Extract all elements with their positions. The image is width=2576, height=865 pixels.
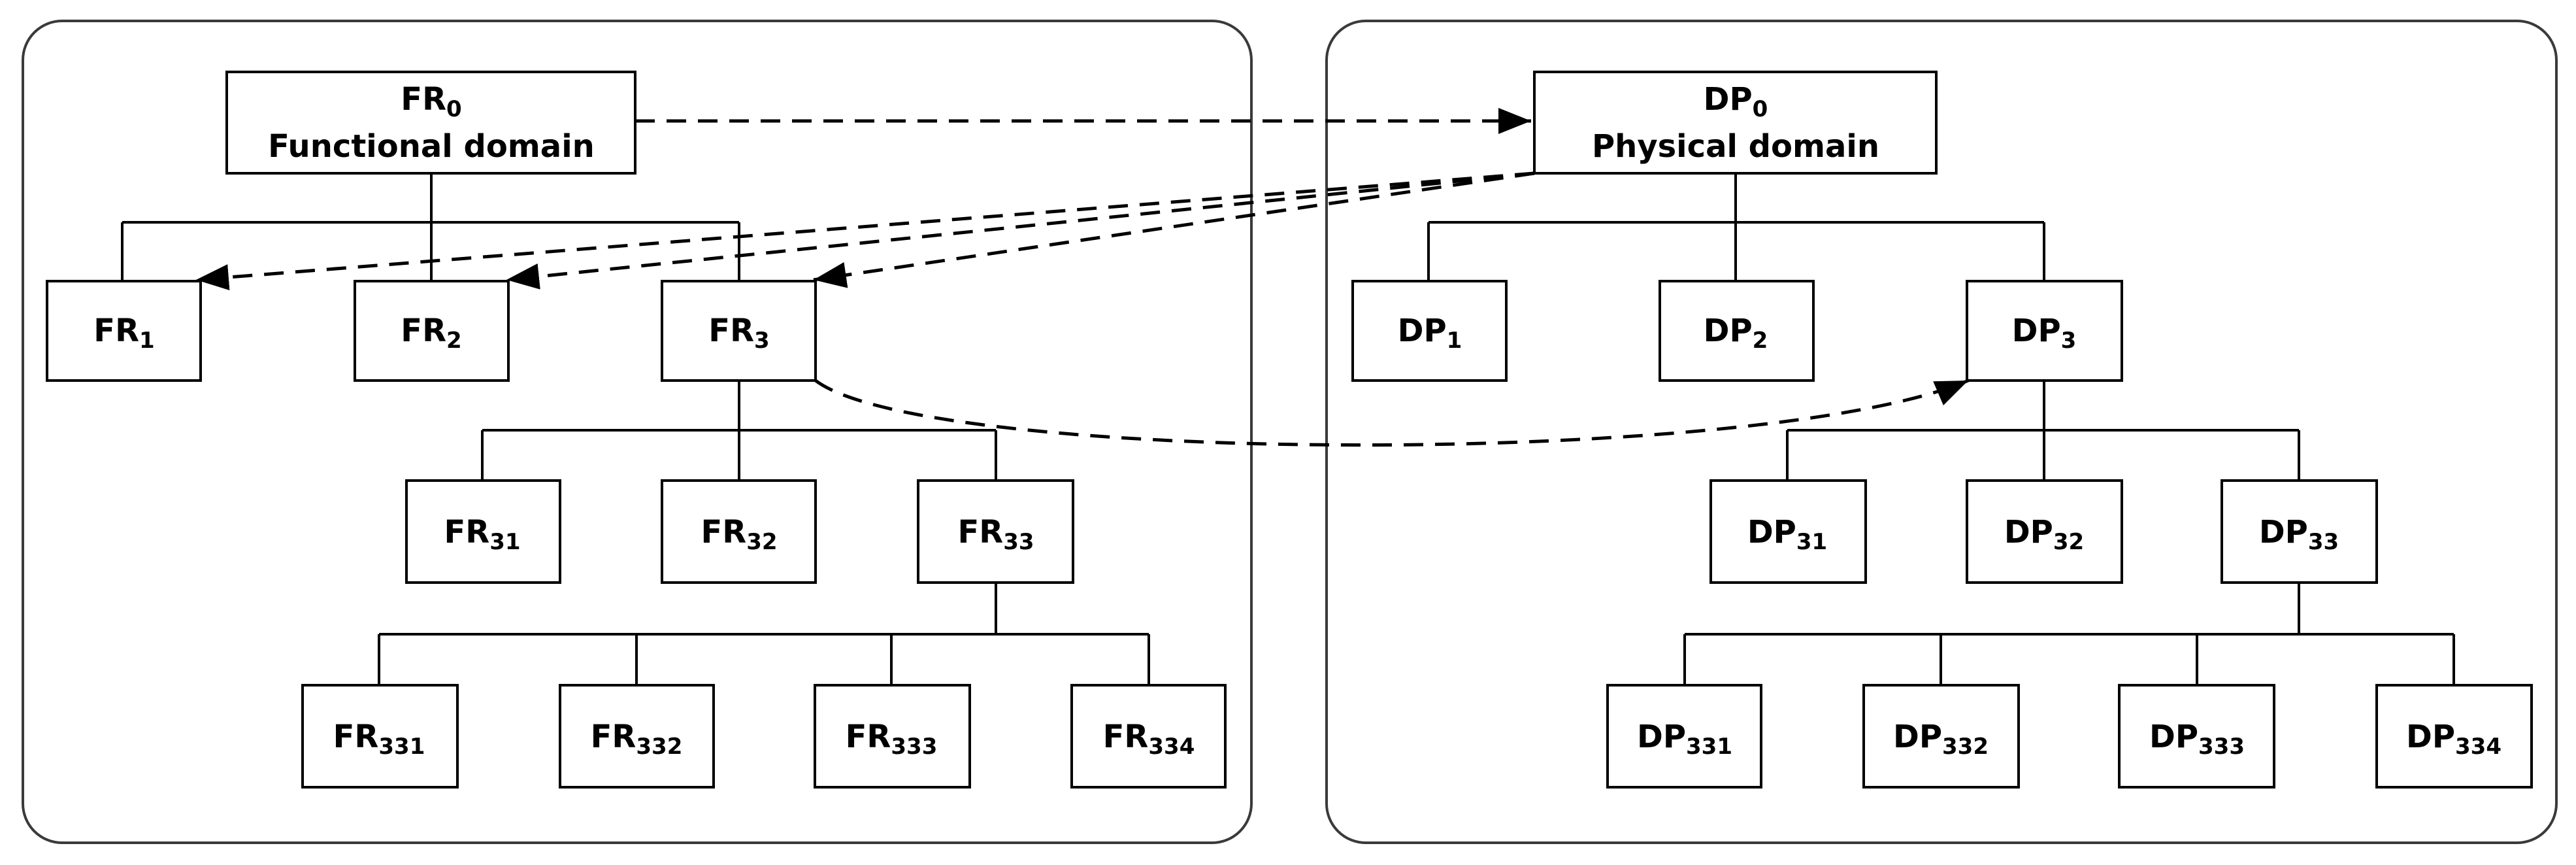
dp32-node: DP32 — [1966, 479, 2123, 584]
svg-text:DP32: DP32 — [2004, 514, 2084, 555]
fr333-node: FR333 — [814, 684, 971, 789]
mapping-arrow-dp0-fr2 — [506, 171, 1535, 290]
svg-text:DP0: DP0 — [1704, 81, 1768, 122]
functional-domain-panel — [22, 20, 1253, 844]
dp0-subscript: 0 — [1753, 96, 1768, 122]
svg-text:DP2: DP2 — [1704, 313, 1768, 354]
svg-text:DP334: DP334 — [2406, 719, 2502, 760]
svg-text:FR333: FR333 — [846, 719, 938, 760]
svg-text:DP1: DP1 — [1398, 313, 1462, 354]
dp334-node: DP334 — [2375, 684, 2533, 789]
fr1-node: FR1 — [46, 280, 202, 382]
mapping-arrows — [195, 108, 1969, 447]
dp2-node: DP2 — [1659, 280, 1815, 382]
dp33-node: DP33 — [2221, 479, 2378, 584]
fr0-label: FR — [401, 81, 446, 118]
dp1-node: DP1 — [1351, 280, 1508, 382]
svg-text:DP3: DP3 — [2012, 313, 2077, 354]
dp333-node: DP333 — [2118, 684, 2275, 789]
fr3-node: FR3 — [661, 280, 817, 382]
dp331-node: DP331 — [1606, 684, 1762, 789]
dp0-node: DP0 Physical domain — [1533, 71, 1938, 175]
svg-text:FR334: FR334 — [1103, 719, 1195, 760]
fr31-node: FR31 — [405, 479, 561, 584]
mapping-arrow-dp0-fr3 — [813, 171, 1535, 288]
mapping-arrow-dp0-fr1 — [195, 171, 1535, 290]
fr0-node: FR0 Functional domain — [225, 71, 636, 175]
dp3-node: DP3 — [1966, 280, 2123, 382]
dp332-node: DP332 — [1862, 684, 2020, 789]
svg-text:FR1: FR1 — [93, 313, 154, 354]
fr334-node: FR334 — [1070, 684, 1227, 789]
svg-text:DP31: DP31 — [1747, 514, 1827, 555]
fr33-node: FR33 — [917, 479, 1074, 584]
svg-text:DP33: DP33 — [2259, 514, 2339, 555]
physical-domain-title: Physical domain — [1592, 128, 1879, 165]
svg-text:FR32: FR32 — [701, 514, 777, 555]
svg-text:FR33: FR33 — [957, 514, 1034, 555]
svg-text:FR331: FR331 — [333, 719, 425, 760]
fr2-node: FR2 — [354, 280, 510, 382]
svg-text:FR0: FR0 — [401, 81, 461, 122]
svg-text:FR3: FR3 — [708, 313, 769, 354]
svg-text:DP333: DP333 — [2149, 719, 2245, 760]
functional-tree-connectors — [121, 173, 1150, 685]
svg-text:FR332: FR332 — [591, 719, 683, 760]
svg-text:DP332: DP332 — [1893, 719, 1989, 760]
fr0-subscript: 0 — [446, 96, 462, 122]
physical-domain-panel — [1325, 20, 2558, 844]
svg-text:FR2: FR2 — [401, 313, 461, 354]
functional-domain-title: Functional domain — [268, 128, 595, 165]
physical-tree-connectors — [1427, 173, 2455, 685]
fr332-node: FR332 — [559, 684, 715, 789]
dp31-node: DP31 — [1709, 479, 1867, 584]
dp0-label: DP — [1704, 81, 1753, 118]
mapping-arrow-fr3-dp3 — [814, 379, 1969, 447]
fr331-node: FR331 — [301, 684, 459, 789]
fr32-node: FR32 — [661, 479, 817, 584]
svg-text:DP331: DP331 — [1637, 719, 1732, 760]
svg-text:FR31: FR31 — [444, 514, 520, 555]
